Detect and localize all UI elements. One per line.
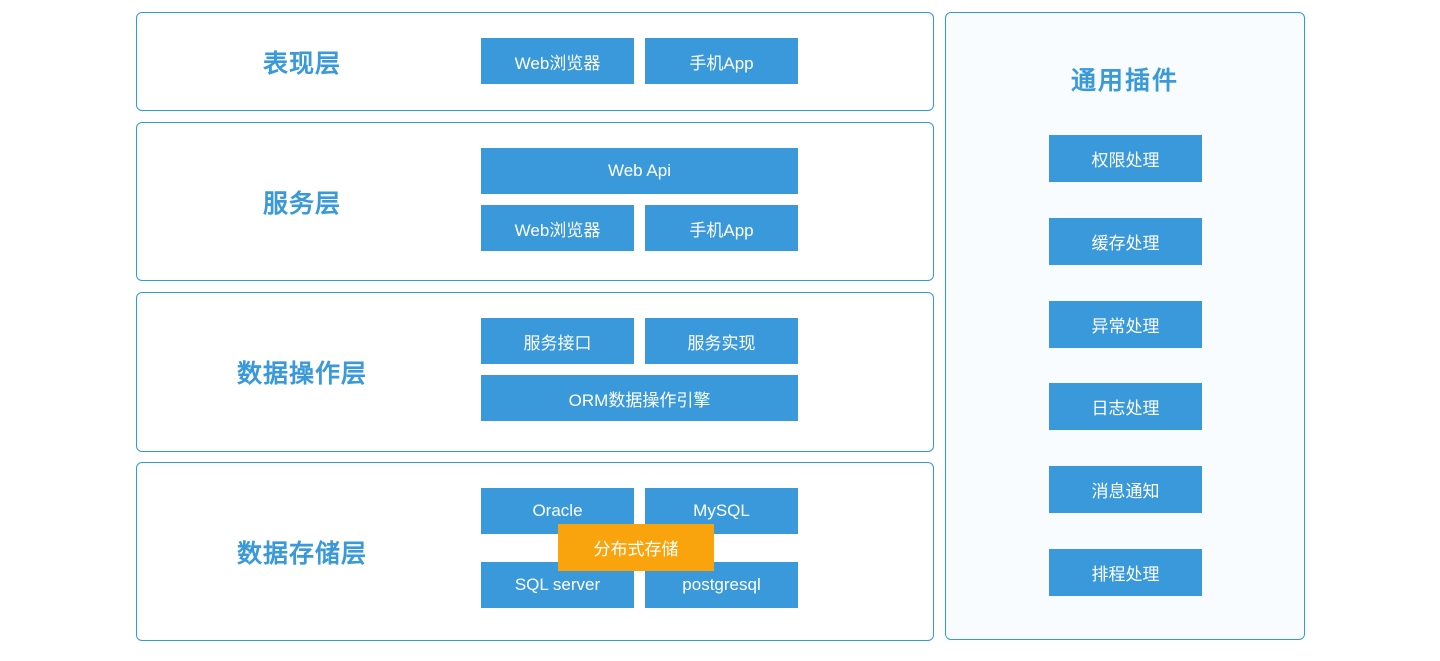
plugin-item-notification: 消息通知 [1049, 466, 1202, 513]
block-mobile-app: 手机App [645, 205, 798, 251]
block-oracle: Oracle [481, 488, 634, 534]
layer-label-data-storage: 数据存储层 [236, 539, 367, 568]
block-service-implementation: 服务实现 [645, 318, 798, 364]
block-row: Web Api [481, 148, 798, 194]
block-row: Web浏览器 手机App [481, 38, 798, 84]
block-web-browser: Web浏览器 [481, 205, 634, 251]
block-row: 服务接口 服务实现 [481, 318, 798, 364]
plugin-item-log: 日志处理 [1049, 383, 1202, 430]
layer-label-service: 服务层 [262, 189, 341, 218]
plugin-item-exception: 异常处理 [1049, 301, 1202, 348]
block-web-browser: Web浏览器 [481, 38, 634, 84]
plugins-panel: 通用插件 权限处理 缓存处理 异常处理 日志处理 消息通知 排程处理 [945, 12, 1305, 640]
layer-panel-service: 服务层 Web Api Web浏览器 手机App [136, 122, 934, 281]
plugin-item-permission: 权限处理 [1049, 135, 1202, 182]
block-group: Web浏览器 手机App [481, 38, 798, 84]
layer-label-presentation: 表现层 [262, 49, 341, 78]
plugin-item-cache: 缓存处理 [1049, 218, 1202, 265]
block-orm-engine: ORM数据操作引擎 [481, 375, 798, 421]
block-row: ORM数据操作引擎 [481, 375, 798, 421]
block-distributed-storage: 分布式存储 [558, 524, 714, 571]
block-row: Web浏览器 手机App [481, 205, 798, 251]
layer-label-data-operation: 数据操作层 [236, 360, 367, 388]
block-mobile-app: 手机App [645, 38, 798, 84]
block-group: 服务接口 服务实现 ORM数据操作引擎 [481, 318, 798, 421]
plugin-item-schedule: 排程处理 [1049, 549, 1202, 596]
block-postgresql: postgresql [645, 562, 798, 608]
block-web-api: Web Api [481, 148, 798, 194]
block-group: Web Api Web浏览器 手机App [481, 148, 798, 251]
block-row: SQL server postgresql [481, 562, 798, 608]
layer-panel-data-storage: 数据存储层 Oracle MySQL SQL server postgresql… [136, 462, 934, 641]
plugins-panel-title: 通用插件 [1070, 67, 1179, 95]
block-service-interface: 服务接口 [481, 318, 634, 364]
block-sql-server: SQL server [481, 562, 634, 608]
layer-panel-presentation: 表现层 Web浏览器 手机App [136, 12, 934, 111]
layer-panel-data-operation: 数据操作层 服务接口 服务实现 ORM数据操作引擎 [136, 292, 934, 452]
